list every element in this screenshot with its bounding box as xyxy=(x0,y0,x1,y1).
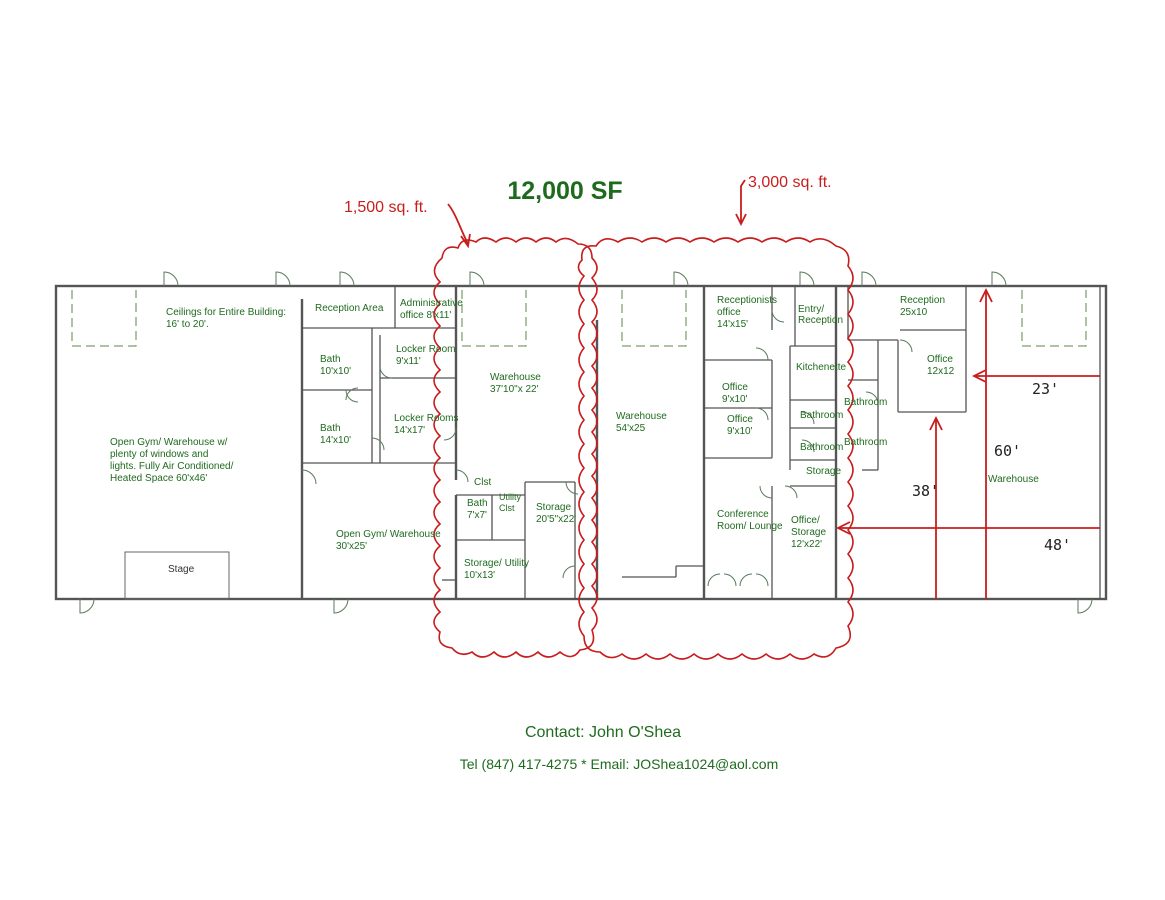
callout-left-arrowhead xyxy=(460,233,471,249)
dimension-arrows xyxy=(835,287,1100,599)
label-warehouse-2-size: 54'x25 xyxy=(616,423,646,434)
label-storage-utility: Storage/ Utility xyxy=(464,558,529,569)
callout-right-arrow xyxy=(740,179,746,222)
label-office-1-size: 9'x10' xyxy=(722,394,748,405)
label-ceilings-height: 16' to 20'. xyxy=(166,319,209,330)
label-warehouse-1: Warehouse xyxy=(490,372,541,383)
label-bathroom-4: Bathroom xyxy=(844,437,887,448)
label-storage-1: Storage xyxy=(536,502,571,513)
label-conference-2: Room/ Lounge xyxy=(717,521,783,532)
label-warehouse-1-size: 37'10"x 22' xyxy=(490,384,539,395)
label-warehouse-3: Warehouse xyxy=(988,474,1039,485)
label-gym-1-a: Open Gym/ Warehouse w/ xyxy=(110,437,228,448)
label-office-3: Office xyxy=(927,354,953,365)
door-swings xyxy=(79,271,1093,614)
label-bathroom-1: Bathroom xyxy=(800,410,843,421)
label-gym-1-c: lights. Fully Air Conditioned/ xyxy=(110,461,234,472)
stage-outline xyxy=(124,551,230,600)
label-locker-room-size: 9'x11' xyxy=(396,356,421,367)
label-bathroom-2: Bathroom xyxy=(800,442,843,453)
label-receptionists-office: Receptionists xyxy=(717,295,777,306)
label-entry-reception: Reception xyxy=(798,315,843,326)
dim-60: 60' xyxy=(994,442,1021,460)
label-utility-clst: Utility xyxy=(499,492,521,502)
label-ceilings: Ceilings for Entire Building: xyxy=(166,307,286,318)
label-bath-2-size: 14'x10' xyxy=(320,435,351,446)
label-office-storage: Office/ xyxy=(791,515,820,526)
label-bath-3-size: 7'x7' xyxy=(467,510,487,521)
area-cloud-1500 xyxy=(433,237,598,658)
label-gym-1-b: plenty of windows and xyxy=(110,449,208,460)
label-locker-rooms: Locker Rooms xyxy=(394,413,458,424)
label-bath-1-size: 10'x10' xyxy=(320,366,351,377)
label-bathroom-3: Bathroom xyxy=(844,397,887,408)
label-office-2-size: 9'x10' xyxy=(727,426,753,437)
label-reception-2: Reception xyxy=(900,295,945,306)
area-cloud-3000 xyxy=(577,237,854,660)
label-gym-2: Open Gym/ Warehouse xyxy=(336,529,441,540)
label-office-storage-size: 12'x22' xyxy=(791,539,822,550)
callout-left-arrow xyxy=(447,203,469,245)
overhead-door-marks xyxy=(71,290,1087,347)
label-office-2: Office xyxy=(727,414,753,425)
interior-walls xyxy=(300,286,967,599)
label-reception-2-size: 25x10 xyxy=(900,307,928,318)
plan-title: 12,000 SF xyxy=(507,177,622,205)
label-office-1: Office xyxy=(722,382,748,393)
label-storage-utility-size: 10'x13' xyxy=(464,570,495,581)
label-bath-1: Bath xyxy=(320,354,341,365)
dim-48: 48' xyxy=(1044,536,1071,554)
callout-left-area: 1,500 sq. ft. xyxy=(344,199,428,216)
label-storage-1-size: 20'5"x22' xyxy=(536,514,576,525)
label-gym-1-d: Heated Space 60'x46' xyxy=(110,473,207,484)
callout-right-arrowhead xyxy=(735,213,747,227)
label-bath-2: Bath xyxy=(320,423,341,434)
label-receptionists-office-2: office xyxy=(717,307,741,318)
label-warehouse-2: Warehouse xyxy=(616,411,667,422)
label-conference: Conference xyxy=(717,509,769,520)
label-entry: Entry/ xyxy=(798,304,824,315)
room-labels: Ceilings for Entire Building: 16' to 20'… xyxy=(110,295,1039,581)
label-office-storage-2: Storage xyxy=(791,527,826,538)
contact-line: Tel (847) 417-4275 * Email: JOShea1024@a… xyxy=(460,756,779,772)
dim-23: 23' xyxy=(1032,380,1059,398)
label-utility-clst-2: Clst xyxy=(499,503,515,513)
label-locker-rooms-size: 14'x17' xyxy=(394,425,425,436)
label-bath-3: Bath xyxy=(467,498,488,509)
contact-name: Contact: John O'Shea xyxy=(525,724,681,741)
dim-38: 38' xyxy=(912,482,939,500)
label-locker-room: Locker Room xyxy=(396,344,455,355)
label-admin-office-size: office 8'x11' xyxy=(400,310,451,321)
label-admin-office: Administrative xyxy=(400,298,463,309)
label-receptionists-office-size: 14'x15' xyxy=(717,319,748,330)
building-outline xyxy=(54,284,1108,601)
label-office-3-size: 12x12 xyxy=(927,366,955,377)
label-kitchenette: Kitchenette xyxy=(796,362,846,373)
label-stage: Stage xyxy=(168,564,195,575)
label-clst: Clst xyxy=(474,477,491,488)
label-reception-area: Reception Area xyxy=(315,303,384,314)
callout-right-area: 3,000 sq. ft. xyxy=(748,174,832,191)
label-gym-2-size: 30'x25' xyxy=(336,541,367,552)
label-storage-2: Storage xyxy=(806,466,841,477)
